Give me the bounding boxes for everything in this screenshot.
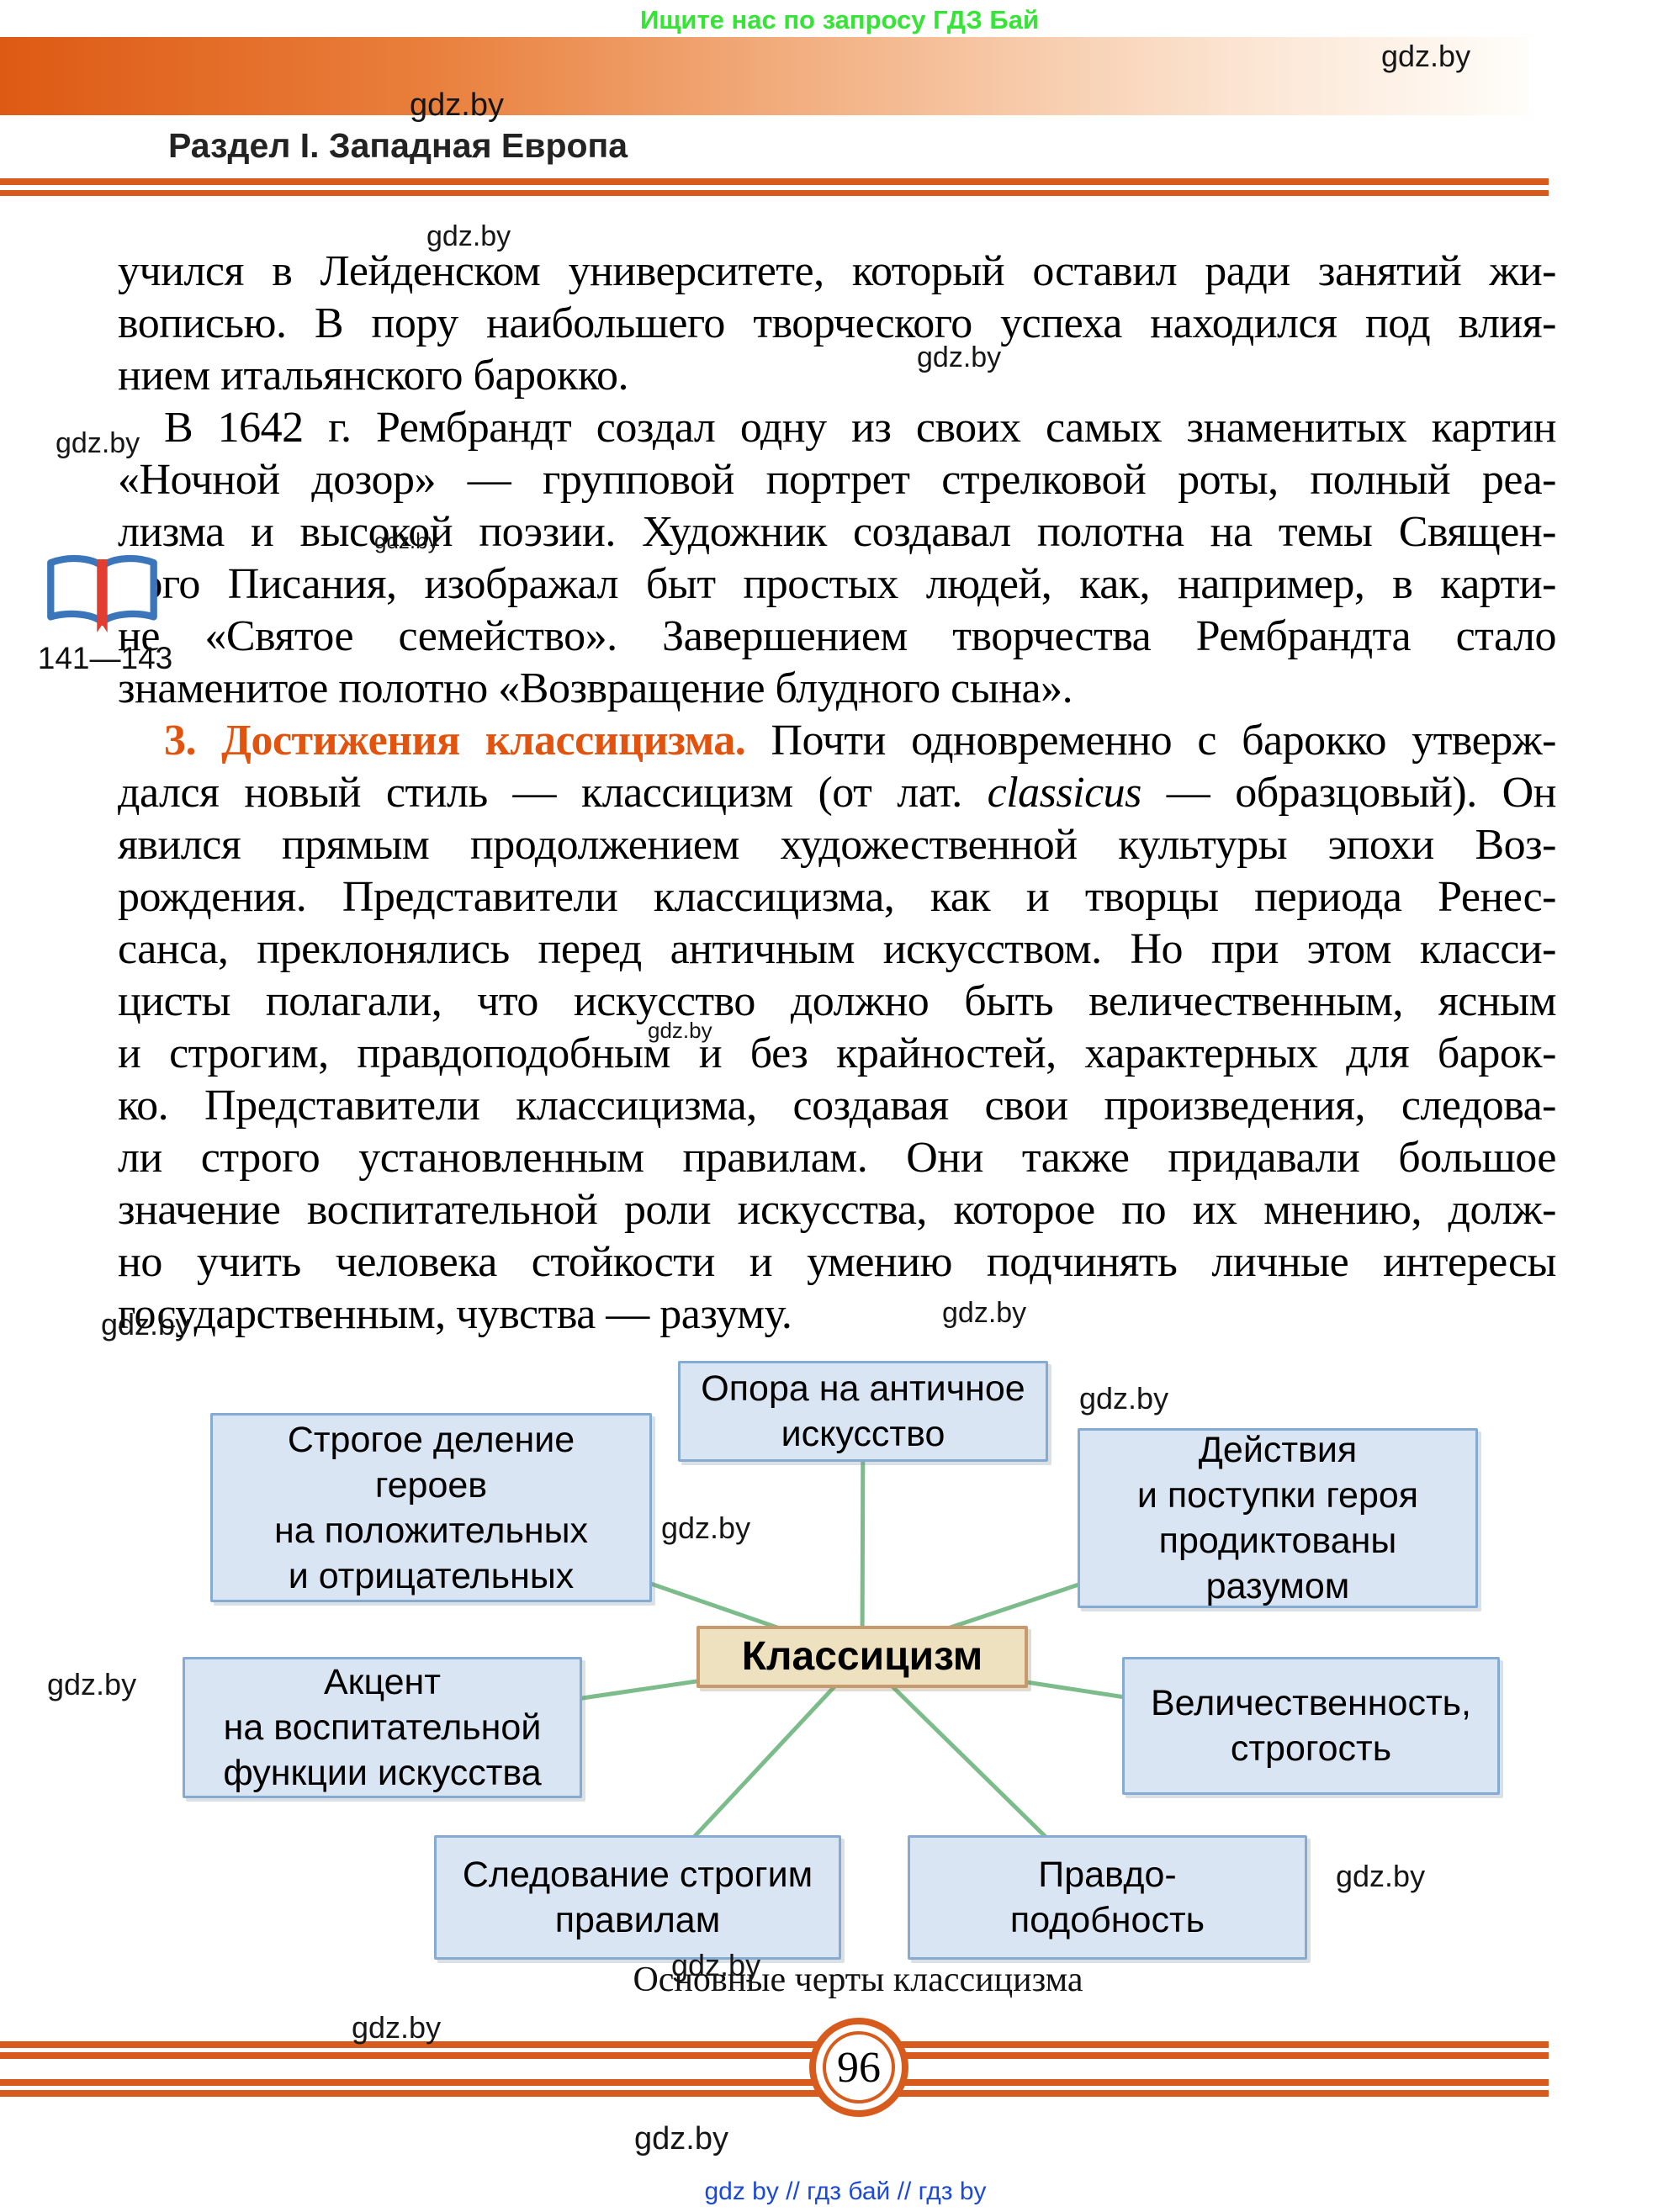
diagram-node: Правдо- подобность xyxy=(908,1835,1307,1960)
diagram-node: Величественность, строгость xyxy=(1122,1657,1500,1795)
body-line: нием итальянского барокко. xyxy=(118,352,628,400)
promo-banner: Ищите нас по запросу ГДЗ Бай xyxy=(639,5,1040,34)
watermark: gdz.by xyxy=(47,1667,137,1701)
body-line: вописью. В пору наибольшего творческого … xyxy=(118,299,1557,347)
body-line: ко. Представители классицизма, создавая … xyxy=(118,1082,1557,1130)
header-rule-bottom xyxy=(0,190,1549,196)
body-text-segment: Почти одновременно с барокко утверж- xyxy=(745,717,1556,765)
body-line: В 1642 г. Рембрандт создал одну из своих… xyxy=(164,404,1557,452)
body-line: цисты полагали, что искусство должно быт… xyxy=(118,977,1557,1025)
body-line: «Ночной дозор» — групповой портрет стрел… xyxy=(118,456,1557,504)
body-line: явился прямым продолжением художественно… xyxy=(118,821,1557,869)
body-line: рождения. Представители классицизма, как… xyxy=(118,873,1557,921)
open-book-icon xyxy=(47,554,157,633)
reading-ref-pages: 141—143 xyxy=(37,641,173,675)
body-line: дался новый стиль — классицизм (от лат. … xyxy=(118,767,1557,819)
watermark: gdz.by xyxy=(101,1307,191,1341)
diagram-caption: Основные черты классицизма xyxy=(633,1961,1083,1999)
body-text-segment: дался новый стиль — классицизм (от лат. xyxy=(118,769,988,817)
body-line: знаменитое полотно «Возвращение блудного… xyxy=(118,664,1073,712)
body-line: санса, преклонялись перед античным искус… xyxy=(118,925,1557,973)
body-line: значение воспитательной роли искусства, … xyxy=(118,1186,1557,1234)
body-line: ли строго установленным правилам. Они та… xyxy=(118,1134,1557,1182)
watermark: gdz.by xyxy=(661,1511,751,1545)
body-line: и строгим, правдоподобным и без крайност… xyxy=(118,1029,1557,1077)
watermark: gdz.by xyxy=(917,341,1002,373)
diagram-node: Опора на античное искусство xyxy=(678,1361,1048,1462)
footer-rule-2 xyxy=(0,2052,1549,2059)
diagram-center-node: Классицизм xyxy=(696,1626,1028,1688)
body-text: учился в Лейденском университете, которы… xyxy=(118,246,1557,1341)
body-line: 3. Достижения классицизма. Почти одновре… xyxy=(118,715,1556,767)
diagram-node: Действия и поступки героя продиктованы р… xyxy=(1078,1428,1478,1608)
footer-rule-3 xyxy=(0,2079,1549,2086)
section-title: Раздел I. Западная Европа xyxy=(168,126,628,165)
watermark: gdz.by xyxy=(1079,1381,1169,1416)
watermark: gdz.by xyxy=(671,1948,761,1982)
header-rule-top xyxy=(0,178,1549,185)
diagram-node: Следование строгим правилам xyxy=(434,1835,841,1960)
body-line: учился в Лейденском университете, которы… xyxy=(118,247,1557,295)
footer-rule-1 xyxy=(0,2041,1549,2048)
watermark: gdz.by xyxy=(56,427,140,459)
watermark: gdz.by xyxy=(648,1018,712,1043)
watermark: gdz.by xyxy=(374,528,439,553)
header-gradient-bar xyxy=(0,37,1528,115)
watermark: gdz.by xyxy=(1381,39,1471,73)
body-line: государственным, чувства — разуму. xyxy=(118,1290,792,1338)
section-heading: 3. Достижения классицизма. xyxy=(164,717,746,765)
watermark: gdz.by xyxy=(410,87,504,123)
footer-rule-4 xyxy=(0,2090,1549,2097)
diagram-node: Акцент на воспитательной функции искусст… xyxy=(183,1657,582,1798)
page-number: 96 xyxy=(823,2031,895,2104)
footer-links: gdz by // гдз бай // гдз by xyxy=(704,2178,987,2205)
watermark: gdz.by xyxy=(426,220,511,252)
page-number-badge: 96 xyxy=(809,2018,908,2117)
latin-term: classicus xyxy=(987,769,1142,817)
watermark: gdz.by xyxy=(352,2010,442,2045)
watermark: gdz.by xyxy=(1336,1859,1426,1893)
body-line: не «Святое семейство». Завершением творч… xyxy=(118,612,1557,660)
body-text-segment: — образцовый). Он xyxy=(1141,769,1557,817)
watermark: gdz.by xyxy=(942,1297,1027,1329)
watermark: gdz.by xyxy=(634,2121,728,2156)
body-line: ного Писания, изображал быт простых люде… xyxy=(118,560,1557,608)
body-line: лизма и высокой поэзии. Художник создава… xyxy=(118,508,1557,556)
diagram-node: Строгое деление героев на положительных … xyxy=(210,1413,652,1602)
body-line: но учить человека стойкости и умению под… xyxy=(118,1238,1557,1286)
